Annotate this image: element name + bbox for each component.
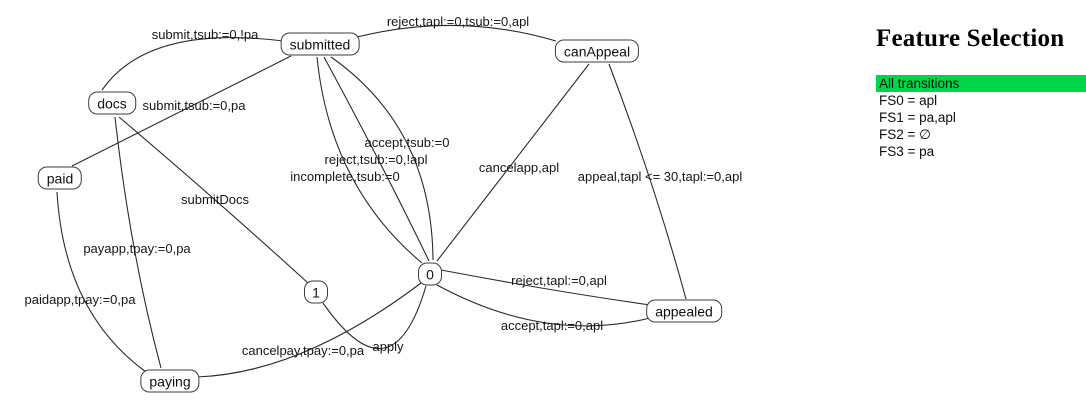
edge-accept-apl (436, 284, 651, 327)
edge-layer (56, 24, 687, 378)
edge-cancelapp (436, 63, 590, 262)
edge-label-payapp: payapp,tpay:=0,pa (83, 241, 191, 256)
edge-submitDocs (118, 116, 309, 284)
edge-label-incomplete: incomplete,tsub:=0 (290, 169, 400, 184)
state-node-docs[interactable]: docs (88, 91, 136, 115)
feature-item-3[interactable]: FS2 = ∅ (879, 127, 931, 142)
edge-apply (322, 285, 427, 349)
edge-label-cancelpay: cancelpay,tpay:=0,pa (241, 343, 365, 358)
edge-label-submit-notpa: submit,tsub:=0,!pa (151, 27, 259, 42)
edge-reject-appeal (356, 24, 557, 42)
edge-label-reject-appeal: reject,tapl:=0,tsub:=0,apl (386, 14, 530, 29)
state-node-one[interactable]: 1 (304, 280, 328, 304)
edge-label-reject-apl: reject,tapl:=0,apl (511, 273, 607, 288)
edge-label-appeal: appeal,tapl <= 30,tapl:=0,apl (577, 169, 743, 184)
edge-label-reject-notapl: reject,tsub:=0,!apl (324, 152, 428, 167)
feature-item-0[interactable]: All transitions (876, 75, 1086, 92)
edge-incomplete (316, 56, 423, 264)
feature-item-4[interactable]: FS3 = pa (879, 144, 935, 159)
state-node-paying[interactable]: paying (140, 369, 200, 393)
state-node-zero[interactable]: 0 (418, 262, 442, 286)
transition-system-diagram: submit,tsub:=0,!pa submit,tsub:=0,pa rejec… (24, 14, 743, 393)
edge-label-accept-apl: accept,tapl:=0,apl (500, 318, 604, 333)
state-node-appealed[interactable]: appealed (646, 299, 722, 323)
edge-reject-notapl (323, 56, 430, 262)
edge-label-cancelapp: cancelapp,apl (478, 160, 560, 175)
edge-submit-pa (71, 55, 292, 167)
edge-label-paidapp: paidapp,tpay:=0,pa (24, 292, 136, 307)
edge-label-accept-tsub: accept,tsub:=0 (364, 135, 450, 150)
edge-label-apply: apply (372, 339, 404, 354)
edge-reject-apl (440, 269, 651, 306)
edge-label-submitDocs: submitDocs (181, 192, 249, 207)
edge-accept-tsub (330, 56, 434, 261)
feature-item-2[interactable]: FS1 = pa,apl (879, 110, 956, 125)
state-node-submitted[interactable]: submitted (280, 32, 360, 56)
state-node-paid[interactable]: paid (37, 166, 83, 190)
edge-cancelpay (196, 282, 422, 378)
edge-submit-notpa (101, 36, 284, 91)
edge-label-submit-pa: submit,tsub:=0,pa (142, 98, 246, 113)
edge-appeal (608, 63, 687, 300)
state-node-canAppeal[interactable]: canAppeal (554, 39, 640, 63)
feature-item-1[interactable]: FS0 = apl (879, 93, 938, 108)
edge-paidapp (56, 191, 147, 373)
panel-title: Feature Selection (876, 25, 1065, 52)
edge-payapp (114, 116, 162, 369)
